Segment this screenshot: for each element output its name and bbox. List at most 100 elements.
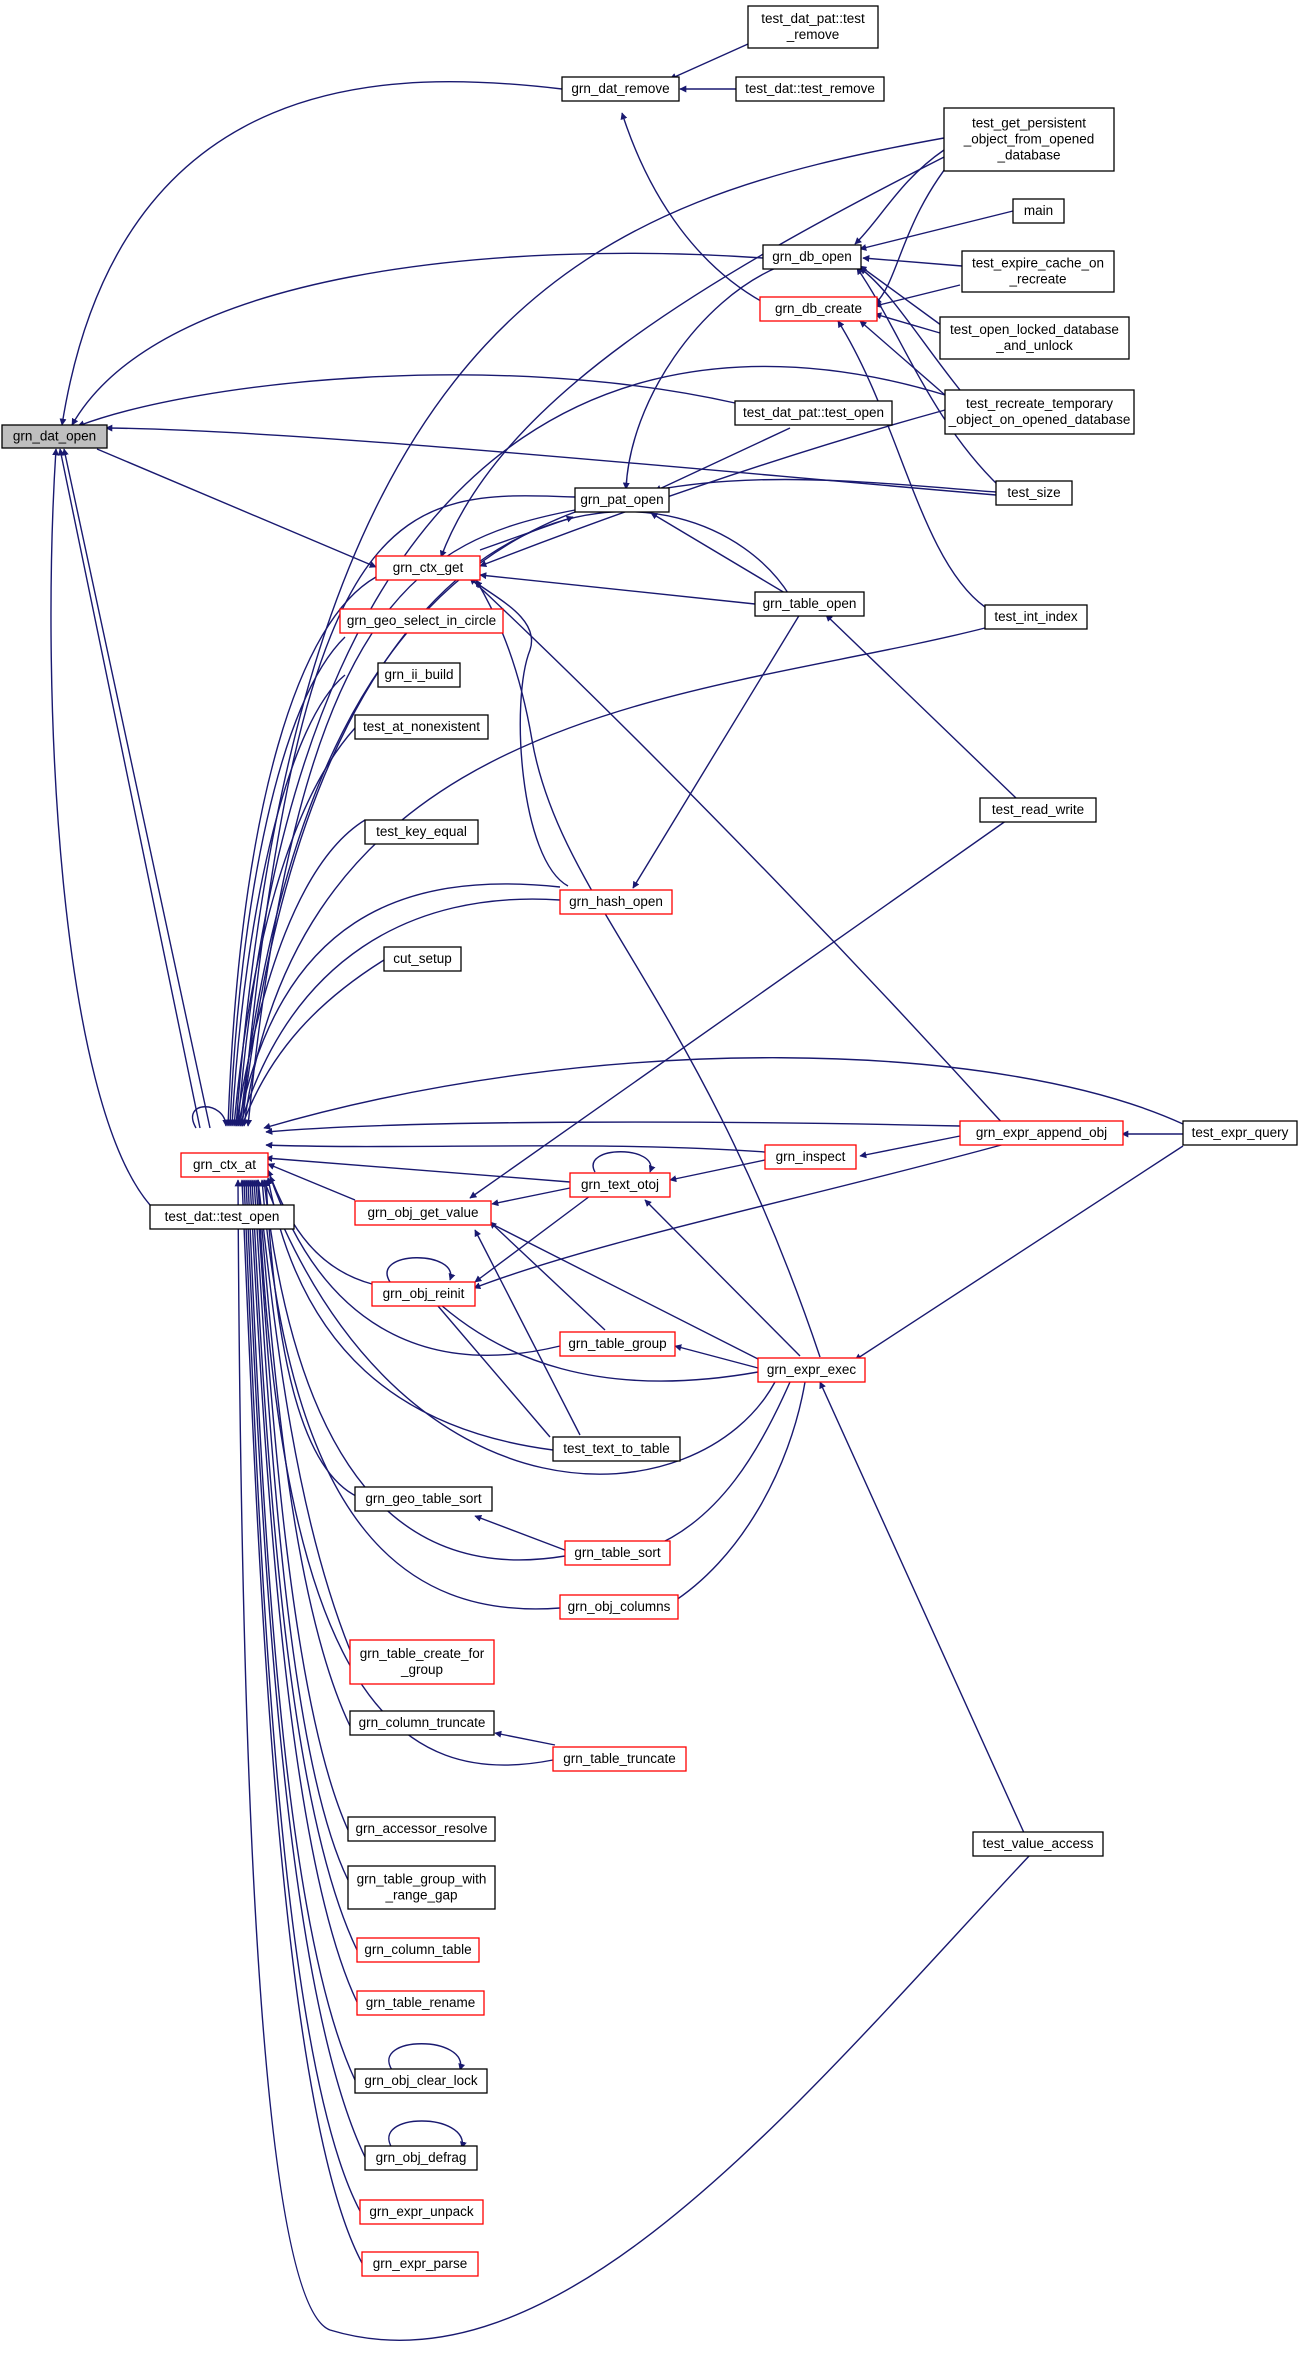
node-grn-expr-exec[interactable]: grn_expr_exec [757,1357,866,1383]
node-grn-table-create-for-group[interactable]: grn_table_create_for_group [349,1639,495,1685]
node-grn-accessor-resolve[interactable]: grn_accessor_resolve [347,1816,496,1842]
node-grn-table-group[interactable]: grn_table_group [559,1331,676,1357]
node-box [734,400,893,426]
edge-value-access-to-ctx-at [234,1179,1031,2342]
node-label: grn_obj_get_value [367,1205,478,1220]
edge-group-range-gap-to-ctx-at [250,1179,349,1881]
edge-text-to-table-to-ctx-at [265,1177,554,1451]
node-test-read-write[interactable]: test_read_write [979,797,1097,823]
node-box [1012,198,1065,224]
node-label: grn_pat_open [580,492,663,507]
edge-hash-open-to-ctx-at-2 [238,898,561,1127]
node-label: grn_column_table [364,1942,471,1957]
node-test-dat-pat-test-remove[interactable]: test_dat_pat::test_remove [747,5,879,49]
node-test-dat-test-remove[interactable]: test_dat::test_remove [735,76,885,102]
node-label: grn_column_truncate [359,1715,486,1730]
edge-dat-pat-open-to-dat-open [77,374,736,428]
node-label: grn_dat_open [13,429,96,444]
node-test-at-nonexistent[interactable]: test_at_nonexistent [354,714,489,740]
node-grn-expr-unpack[interactable]: grn_expr_unpack [359,2199,484,2225]
edge-db-create-to-dat-remove [620,112,771,307]
node-test-dat-pat-test-open[interactable]: test_dat_pat::test_open [734,400,893,426]
node-label: grn_expr_parse [373,2256,468,2271]
edge-db-open-to-dat-open [71,252,764,426]
edge-db-open-to-pat-open [622,266,779,490]
edge-append-obj-to-ctx-at [265,1121,961,1135]
node-grn-table-rename[interactable]: grn_table_rename [356,1990,485,2016]
node-grn-ctx-at[interactable]: grn_ctx_at [180,1152,269,1178]
node-grn-obj-columns[interactable]: grn_obj_columns [559,1594,679,1620]
node-box [944,389,1135,435]
node-grn-dat-remove[interactable]: grn_dat_remove [561,76,680,102]
node-grn-geo-table-sort[interactable]: grn_geo_table_sort [354,1486,493,1512]
node-grn-column-truncate[interactable]: grn_column_truncate [349,1710,495,1736]
node-test-recreate-temporary[interactable]: test_recreate_temporary_object_on_opened… [944,389,1135,435]
node-test-size[interactable]: test_size [995,480,1073,506]
node-grn-text-otoj[interactable]: grn_text_otoj [569,1172,671,1198]
node-test-int-index[interactable]: test_int_index [984,604,1088,630]
edge-expr-exec-to-ctx-get [475,579,821,1358]
node-cut-setup[interactable]: cut_setup [383,946,462,972]
node-grn-table-sort[interactable]: grn_table_sort [564,1540,671,1566]
edge-pat-test-remove-to-dat-remove [669,43,749,80]
node-box [347,1816,496,1842]
edge-ctx-get-to-ctx-at [224,576,377,1127]
node-grn-table-truncate[interactable]: grn_table_truncate [552,1746,687,1772]
node-label: cut_setup [393,951,452,966]
node-label: grn_expr_exec [767,1362,857,1377]
node-grn-geo-select-in-circle[interactable]: grn_geo_select_in_circle [339,608,504,634]
node-test-get-persistent[interactable]: test_get_persistent_object_from_opened_d… [943,107,1115,172]
node-grn-table-open[interactable]: grn_table_open [754,591,865,617]
node-grn-expr-parse[interactable]: grn_expr_parse [361,2251,479,2277]
edge-test-size-to-db-open [856,267,1001,488]
node-test-key-equal[interactable]: test_key_equal [364,819,479,845]
node-grn-table-group-with-range-gap[interactable]: grn_table_group_with_range_gap [347,1865,496,1910]
node-grn-obj-clear-lock[interactable]: grn_obj_clear_lock [354,2068,488,2094]
node-box [754,591,865,617]
edge-ctx-at-to-dat-open-1 [61,448,211,1129]
node-grn-hash-open[interactable]: grn_hash_open [559,889,673,915]
edge-table-open-to-pat-open [650,512,791,597]
edge-expr-exec-to-text-otoj [644,1199,801,1357]
node-box [377,662,461,688]
node-grn-pat-open[interactable]: grn_pat_open [574,487,670,513]
node-grn-ctx-get[interactable]: grn_ctx_get [375,555,481,581]
node-label: grn_table_sort [574,1545,661,1560]
node-box [559,889,673,915]
edge-defrag-self-loop [388,2120,467,2149]
node-test-text-to-table[interactable]: test_text_to_table [552,1436,681,1462]
node-grn-obj-get-value[interactable]: grn_obj_get_value [354,1200,492,1226]
node-grn-db-open[interactable]: grn_db_open [762,244,862,270]
edge-expr-exec-to-obj-columns [669,1381,806,1605]
edge-persistent-to-ctx-at [232,137,945,1127]
edge-value-access-to-expr-exec [819,1381,1026,1836]
edge-clear-lock-self-loop [388,2043,466,2071]
node-test-expire-cache[interactable]: test_expire_cache_on_recreate [961,250,1115,293]
node-label: grn_table_group_with [357,1872,487,1887]
node-label: grn_table_rename [366,1995,476,2010]
node-box [375,555,481,581]
node-box [1,424,108,449]
node-grn-ii-build[interactable]: grn_ii_build [377,662,461,688]
edge-persistent-to-db-open [854,149,945,245]
node-grn-expr-append-obj[interactable]: grn_expr_append_obj [959,1120,1124,1146]
node-test-open-locked[interactable]: test_open_locked_database_and_unlock [939,316,1130,360]
node-test-dat-test-open[interactable]: test_dat::test_open [149,1204,295,1230]
node-main[interactable]: main [1012,198,1065,224]
node-grn-dat-open[interactable]: grn_dat_open [1,424,108,449]
edge-append-obj-to-obj-reinit [473,1143,1006,1290]
node-grn-column-table[interactable]: grn_column_table [356,1937,480,1963]
node-grn-inspect[interactable]: grn_inspect [764,1144,857,1170]
node-grn-obj-reinit[interactable]: grn_obj_reinit [371,1281,476,1307]
node-test-value-access[interactable]: test_value_access [972,1831,1104,1857]
node-label: _recreate [1008,272,1066,287]
node-grn-obj-defrag[interactable]: grn_obj_defrag [364,2145,478,2171]
edge-text-otoj-to-ctx-at [265,1155,571,1183]
node-test-expr-query[interactable]: test_expr_query [1182,1120,1298,1146]
edge-locked-to-db-open [859,265,946,329]
node-grn-db-create[interactable]: grn_db_create [759,296,878,322]
edge-expr-exec-to-table-sort [649,1381,791,1549]
node-label: grn_inspect [776,1149,846,1164]
edge-hash-open-to-ctx-at-1 [235,883,561,1127]
node-label: _range_gap [384,1888,457,1903]
